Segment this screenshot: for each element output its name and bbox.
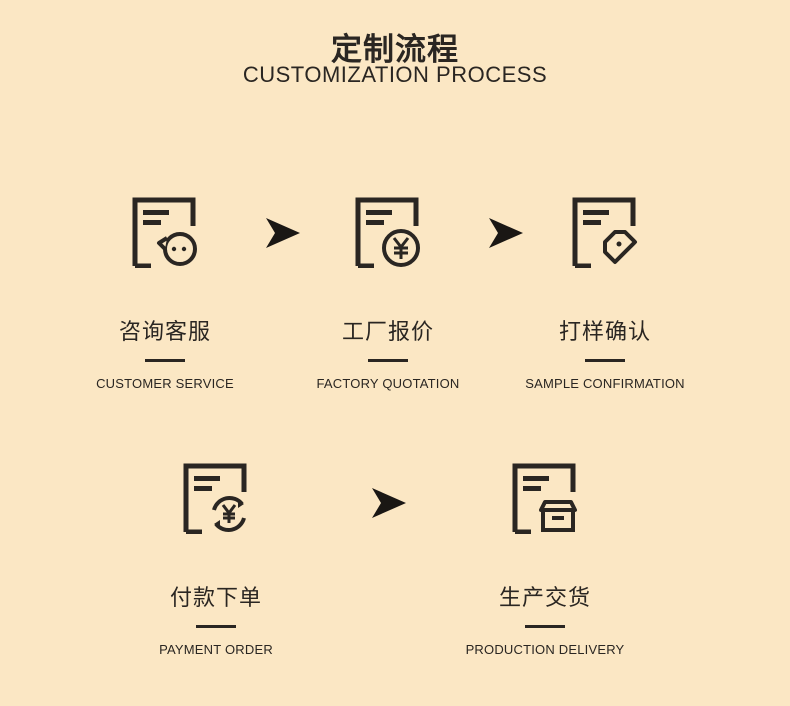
divider (196, 625, 236, 628)
document-chat-icon (132, 197, 197, 268)
arrow-right-icon (372, 488, 406, 518)
step-payment-order: 付款下单 PAYMENT ORDER (106, 462, 326, 657)
step-label-cn: 付款下单 (169, 586, 262, 611)
step-label-cn: 打样确认 (558, 320, 651, 345)
arrow-right-icon (489, 218, 523, 248)
step-label-en: CUSTOMER SERVICE (96, 376, 234, 391)
step-label-cn: 咨询客服 (118, 320, 211, 345)
divider (525, 625, 565, 628)
page-title: 定制流程 (331, 32, 459, 68)
document-yen-cycle-icon (183, 463, 247, 534)
step-production-delivery: 生产交货 PRODUCTION DELIVERY (435, 462, 655, 657)
step-label-en: FACTORY QUOTATION (316, 376, 460, 391)
step-factory-quotation: 工厂报价 FACTORY QUOTATION (278, 196, 498, 391)
step-label-cn: 工厂报价 (341, 320, 434, 345)
page-subtitle: CUSTOMIZATION PROCESS (242, 62, 548, 87)
step-label-en: PRODUCTION DELIVERY (465, 642, 625, 657)
divider (368, 359, 408, 362)
step-label-en: SAMPLE CONFIRMATION (525, 376, 685, 391)
document-yen-icon (355, 197, 420, 268)
step-sample-confirmation: 打样确认 SAMPLE CONFIRMATION (495, 196, 715, 391)
step-customer-service: 咨询客服 CUSTOMER SERVICE (55, 196, 275, 391)
document-box-icon (512, 463, 577, 534)
divider (145, 359, 185, 362)
document-tag-icon (572, 197, 637, 268)
arrow-right-icon (266, 218, 300, 248)
step-label-en: PAYMENT ORDER (159, 642, 273, 657)
step-label-cn: 生产交货 (498, 586, 591, 611)
divider (585, 359, 625, 362)
